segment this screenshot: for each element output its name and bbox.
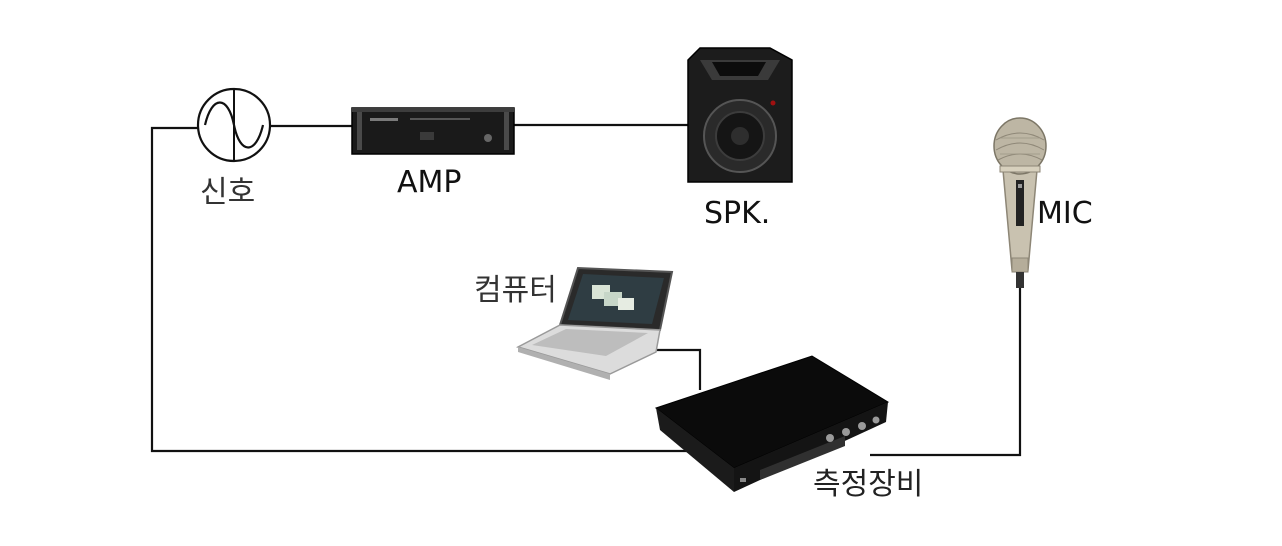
amp-label: AMP [397, 165, 462, 200]
measurement-label: 측정장비 [813, 467, 924, 502]
wiring [150, 123, 1022, 457]
signal-generator-icon [196, 87, 272, 163]
wire-mic-device [870, 288, 1022, 457]
signal-label: 신호 [200, 175, 256, 210]
speaker-icon [687, 47, 793, 183]
measurement-device-icon [654, 355, 890, 492]
computer-label: 컴퓨터 [474, 273, 557, 308]
wire-signal-loop [150, 126, 695, 453]
mic-label: MIC [1037, 196, 1093, 231]
wire-laptop-device [655, 348, 702, 390]
amp-icon [351, 107, 515, 155]
laptop-icon [516, 266, 674, 380]
microphone-icon [993, 117, 1047, 288]
speaker-label: SPK. [704, 196, 771, 231]
